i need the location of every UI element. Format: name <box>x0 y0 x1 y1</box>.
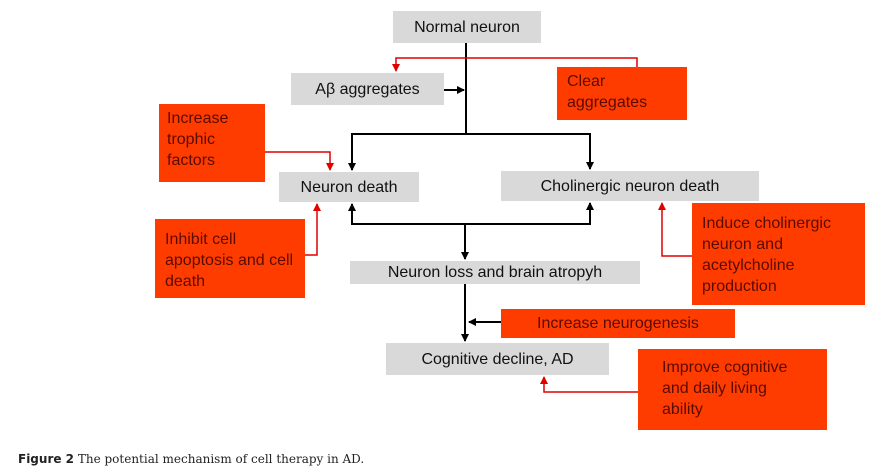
figure-label: Figure 2 <box>18 452 75 466</box>
red-arrow-improve <box>540 376 662 393</box>
intervention-inhibit-apoptosis: Inhibit cell apoptosis and cell death <box>155 219 305 298</box>
node-cholinergic-neuron-death: Cholinergic neuron death <box>501 171 759 201</box>
arrow-to-cholinergic-death <box>466 133 594 170</box>
red-arrow-clear-aggregates <box>392 57 638 72</box>
node-cognitive-decline: Cognitive decline, AD <box>386 343 609 375</box>
intervention-clear-aggregates: Clear aggregates <box>557 67 687 120</box>
node-normal-neuron: Normal neuron <box>393 11 541 43</box>
caption-text: The potential mechanism of cell therapy … <box>74 452 365 466</box>
node-abeta-aggregates: Aβ aggregates <box>291 73 444 105</box>
arrow-up-neuron-death <box>348 203 465 225</box>
intervention-induce-cholinergic: Induce cholinergic neuron and acetylchol… <box>692 203 865 305</box>
intervention-increase-neurogenesis: Increase neurogenesis <box>501 309 735 338</box>
node-neuron-death: Neuron death <box>279 172 419 202</box>
red-arrow-induce <box>658 202 692 257</box>
intervention-increase-trophic: Increase trophic factors <box>159 104 265 182</box>
red-arrow-trophic <box>265 151 334 171</box>
node-neuron-loss: Neuron loss and brain atropyh <box>350 261 640 284</box>
intervention-improve-cognitive: Improve cognitive and daily living abili… <box>638 349 827 430</box>
arrow-to-neuron-death <box>348 133 466 171</box>
arrow-up-cholinergic-death <box>465 202 594 225</box>
figure-caption: Figure 2 The potential mechanism of cell… <box>18 452 364 466</box>
